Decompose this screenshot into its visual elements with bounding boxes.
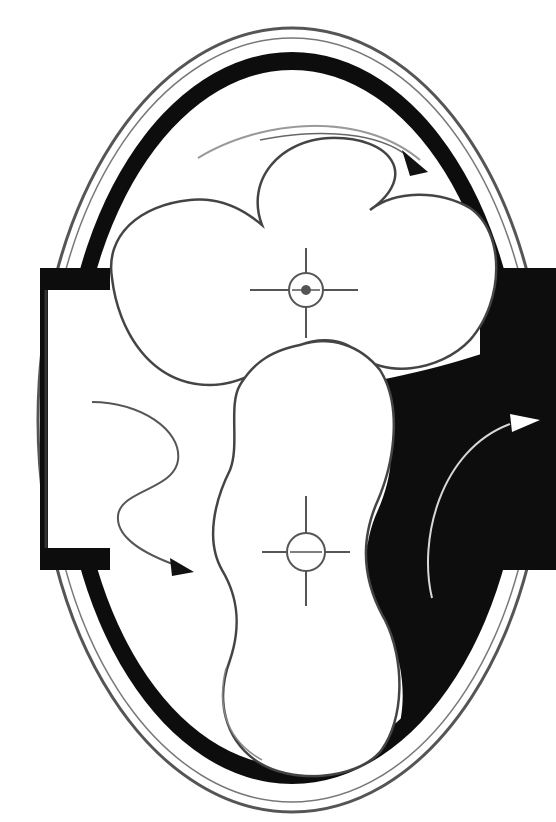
left-port bbox=[48, 290, 118, 548]
